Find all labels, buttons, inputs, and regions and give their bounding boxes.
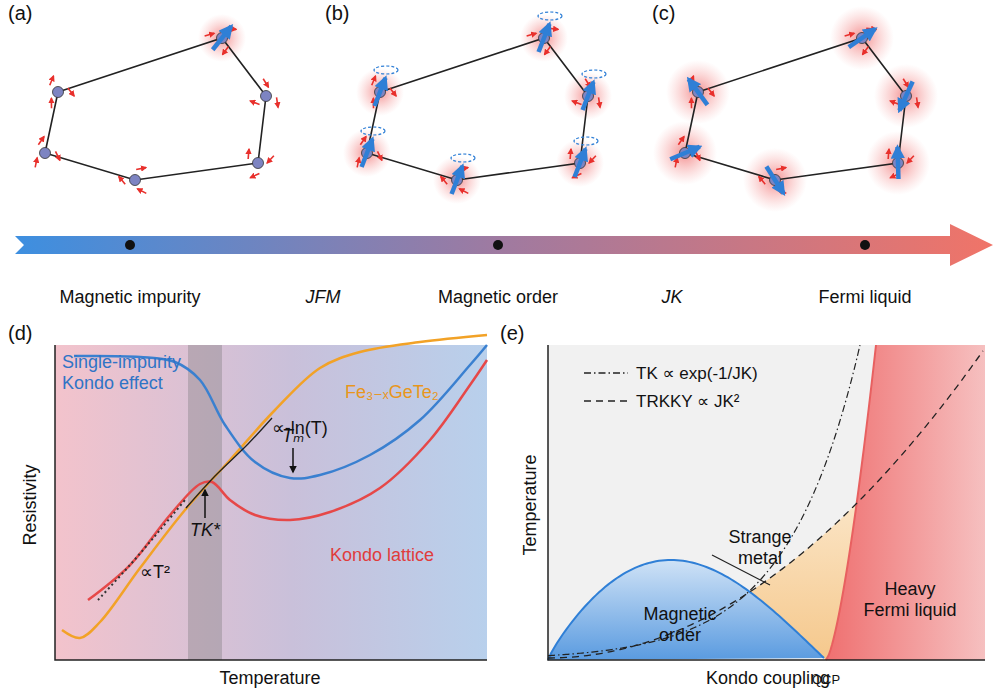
- legend-sample: [584, 400, 628, 401]
- figure-label: Magnetic impurity: [59, 287, 200, 308]
- figure-label: Fe₃₋ₓGeTe₂: [345, 382, 439, 403]
- regime-dot: [860, 240, 870, 250]
- lattice-sketch: [653, 6, 938, 212]
- legend-entry: TRKKY ∝ JK²: [636, 391, 739, 412]
- figure-label: Kondo coupling: [706, 668, 830, 689]
- resistivity-plot: [55, 335, 487, 660]
- regime-dot: [125, 240, 135, 250]
- tuning-arrow: [15, 224, 993, 266]
- legend-entry: TK ∝ exp(-1/JK): [636, 363, 758, 384]
- legend-sample: [584, 372, 628, 373]
- figure-label: ∝T²: [140, 562, 170, 583]
- figure-label: Temperature: [219, 668, 320, 689]
- figure-label: Heavy Fermi liquid: [860, 579, 960, 620]
- figure-label: TK*: [190, 520, 220, 541]
- figure-label: Tₘ: [282, 426, 304, 447]
- figure-label: Magnetic order: [438, 287, 558, 308]
- figure-label: Single-impurity Kondo effect: [62, 352, 202, 393]
- figure-label: Kondo lattice: [330, 545, 434, 566]
- figure-label: Strange metal: [720, 527, 800, 568]
- panel-letter: (c): [652, 2, 675, 25]
- lattice-sketch: [35, 14, 278, 193]
- panel-letter: (d): [8, 322, 32, 345]
- figure-label: JK: [661, 287, 682, 308]
- panel-letter: (e): [500, 322, 524, 345]
- lattice-sketch: [343, 12, 612, 204]
- panel-letter: (a): [8, 2, 32, 25]
- phase-diagram: [548, 345, 985, 660]
- figure-label: Resistivity: [20, 464, 41, 545]
- panel-letter: (b): [325, 2, 349, 25]
- figure-label: Temperature: [520, 454, 541, 555]
- figure-label: Fermi liquid: [818, 287, 911, 308]
- regime-dot: [493, 240, 503, 250]
- figure-label: Magnetic order: [635, 604, 725, 645]
- figure-label: JFM: [306, 287, 341, 308]
